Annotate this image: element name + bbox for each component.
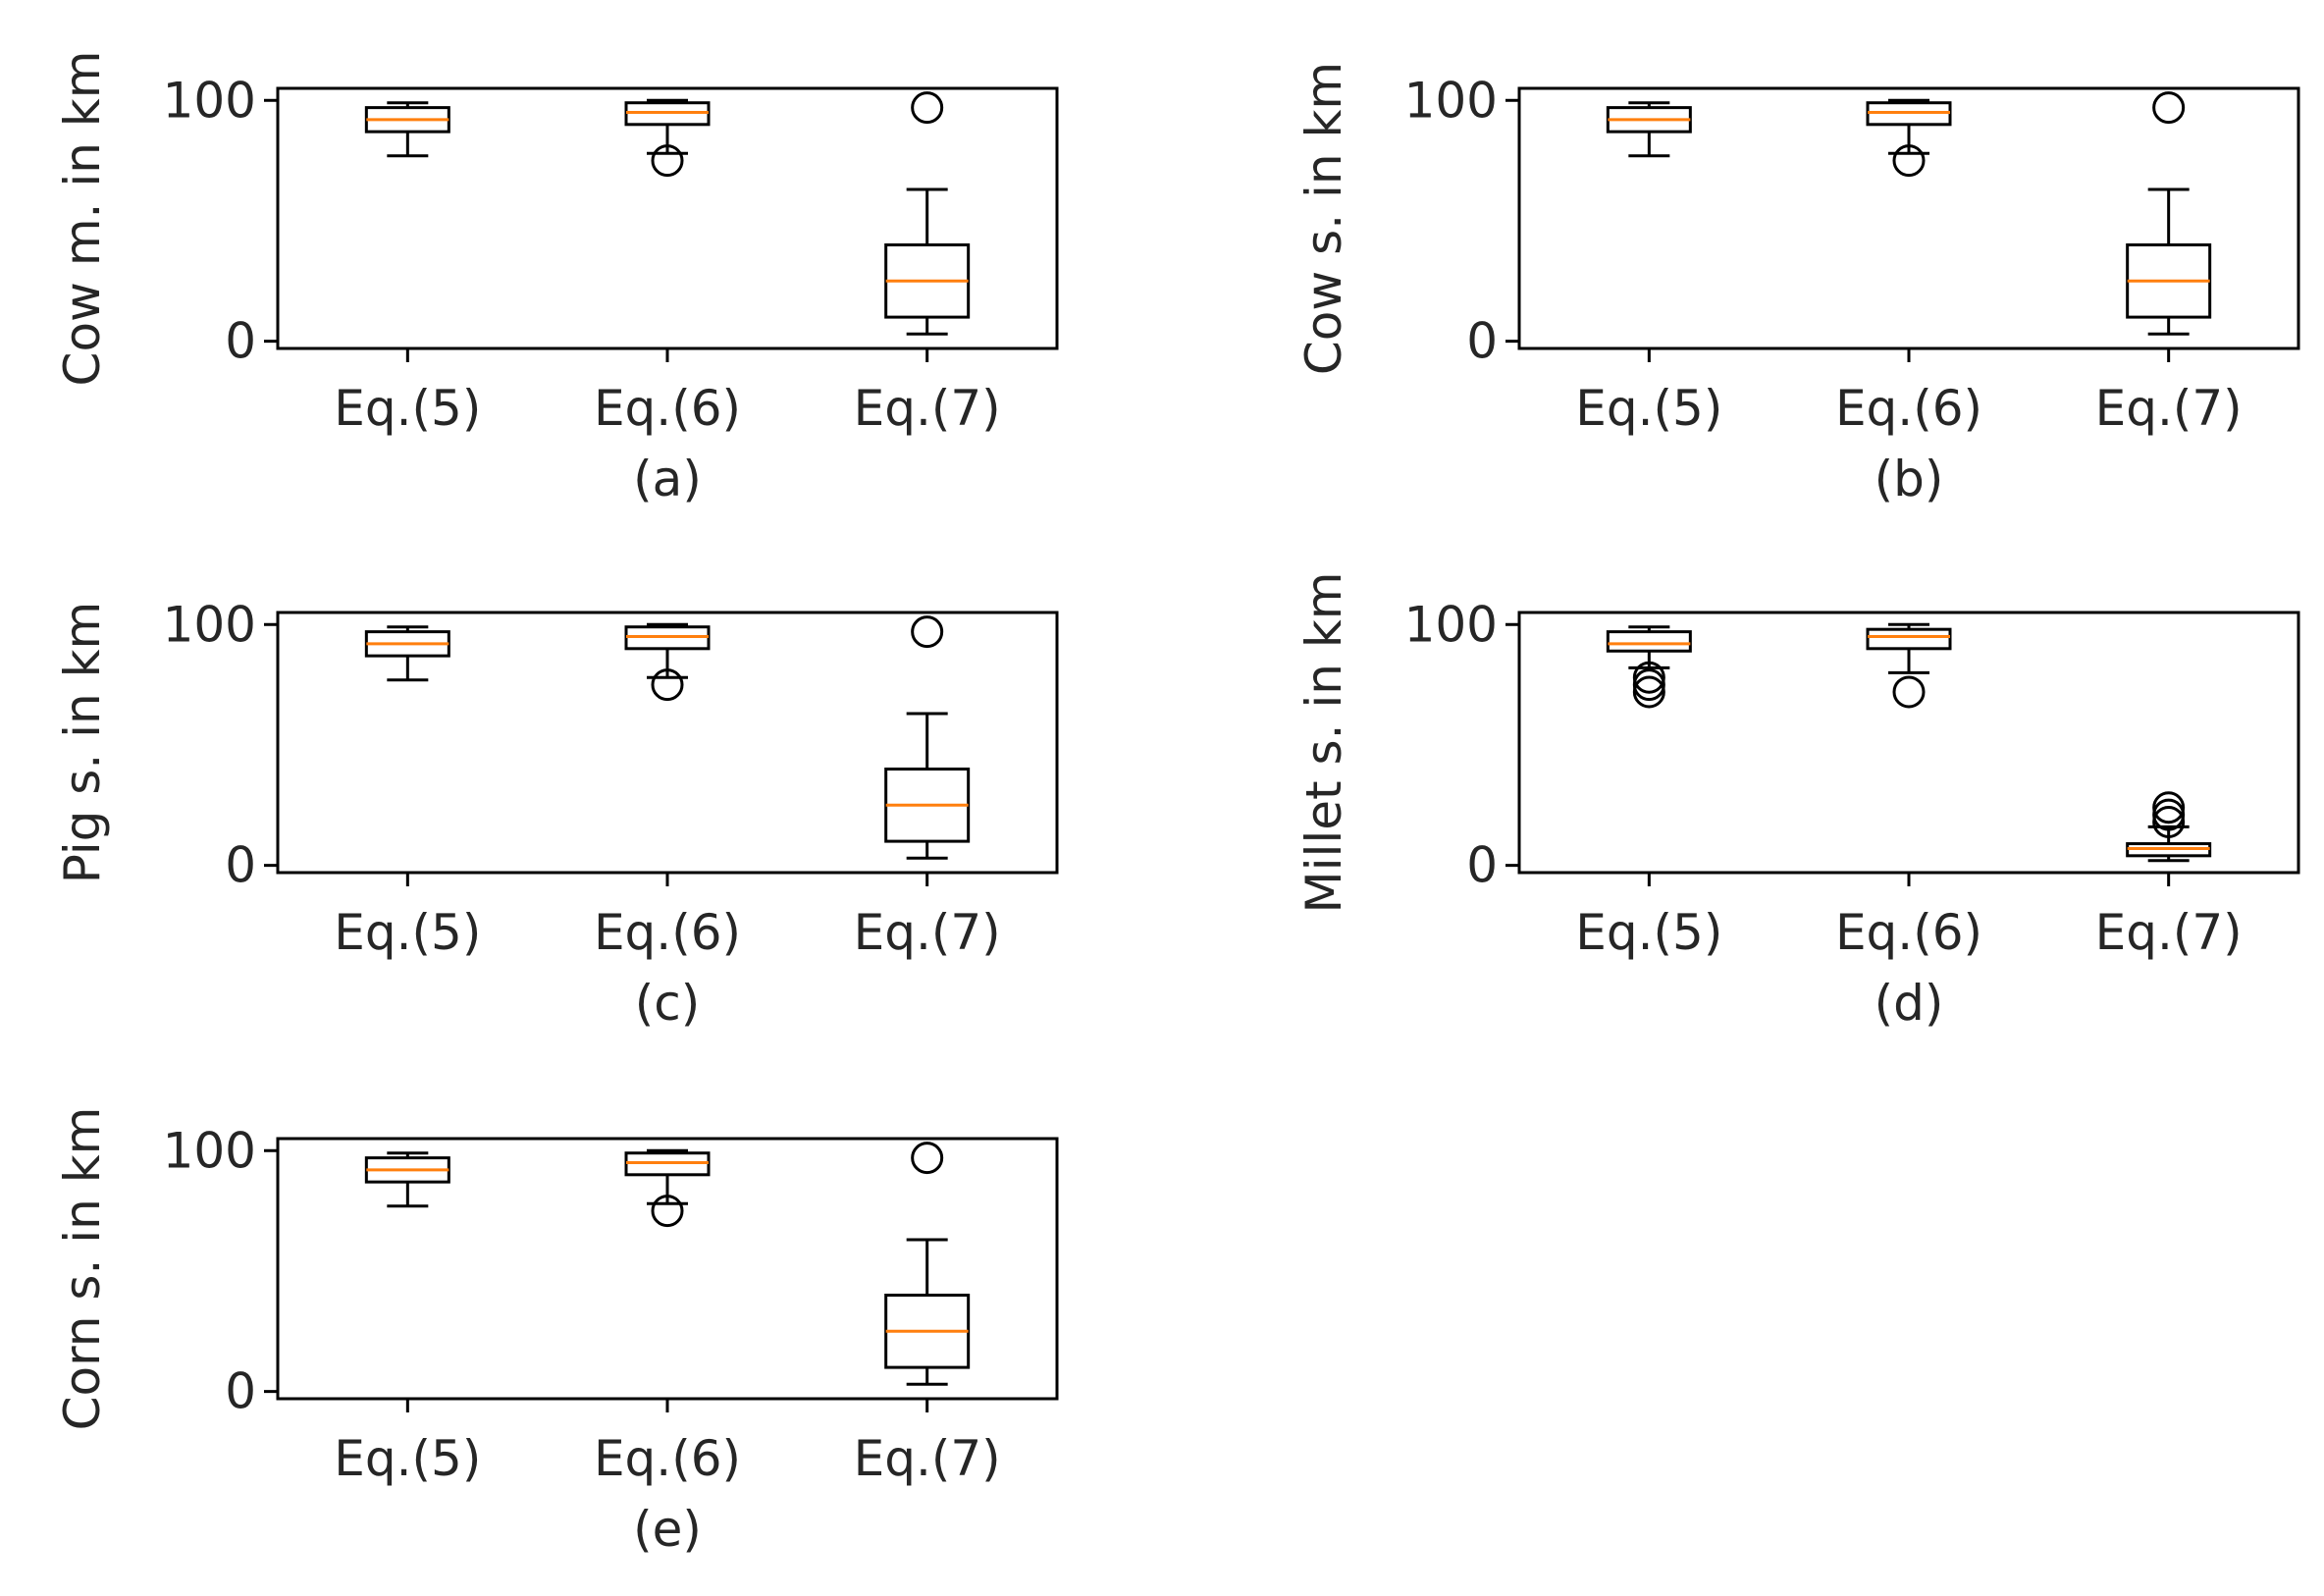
y-tick-label: 0 (225, 313, 256, 370)
x-tick-label: Eq.(5) (334, 1430, 481, 1487)
box-3 (884, 1142, 971, 1386)
panel-b: 0 100 Cow s. in km Eq.(5) Eq.(6) Eq.(7) (b) (1295, 62, 2300, 507)
y-axis-label: Pig s. in km (54, 602, 111, 884)
y-axis-label: Cow m. in km (54, 51, 111, 387)
panel-caption: (a) (633, 451, 702, 507)
box-3 (884, 615, 971, 860)
outlier-point (1892, 675, 1926, 709)
x-tick-label: Eq.(7) (854, 1430, 1001, 1487)
x-tick-label: Eq.(5) (1575, 380, 1722, 437)
y-tick-label: 0 (1466, 837, 1498, 894)
y-tick-label: 100 (163, 1122, 256, 1179)
y-axis-label: Cow s. in km (1295, 62, 1352, 375)
x-tick-label: Eq.(5) (334, 380, 481, 437)
outlier-point (2152, 798, 2186, 831)
box-2 (624, 98, 711, 178)
box-1 (364, 1151, 450, 1208)
outlier-point (651, 144, 684, 178)
panel-c: 0 100 Pig s. in km Eq.(5) Eq.(6) Eq.(7) (c) (54, 596, 1059, 1032)
outlier-point (2152, 805, 2186, 838)
axes-frame (276, 86, 1059, 350)
iqr-box (1866, 627, 1952, 651)
x-tick-label: Eq.(6) (594, 904, 741, 961)
outlier-point (1632, 668, 1665, 702)
box-1 (1606, 625, 1692, 709)
axes-frame (1517, 611, 2300, 875)
axes-frame (276, 611, 1059, 875)
panel-caption: (d) (1875, 975, 1944, 1032)
outlier-point (911, 1142, 944, 1175)
outlier-point (1892, 144, 1926, 178)
panel-caption: (e) (633, 1501, 702, 1558)
panel-e: 0 100 Corn s. in km Eq.(5) Eq.(6) Eq.(7) (e) (54, 1107, 1059, 1558)
iqr-box (1606, 630, 1692, 653)
outlier-point (651, 1195, 684, 1228)
panel-caption: (c) (635, 975, 701, 1032)
x-tick-label: Eq.(7) (854, 904, 1001, 961)
outlier-point (1632, 661, 1665, 694)
panels-group: 0 100 Cow m. in km Eq.(5) Eq.(6) Eq.(7) (a) 0 10… (54, 51, 2300, 1558)
y-tick-label: 100 (163, 596, 256, 653)
y-tick-label: 0 (225, 837, 256, 894)
x-tick-label: Eq.(5) (1575, 904, 1722, 961)
box-1 (1606, 101, 1692, 158)
y-tick-label: 100 (1404, 596, 1498, 653)
axes-frame (1517, 86, 2300, 350)
y-tick-label: 0 (225, 1363, 256, 1420)
outlier-point (911, 615, 944, 649)
outlier-point (1632, 675, 1665, 709)
outlier-point (2152, 791, 2186, 825)
y-axis-label: Corn s. in km (54, 1107, 111, 1431)
x-tick-label: Eq.(6) (594, 1430, 741, 1487)
y-axis-label: Millet s. in km (1295, 571, 1352, 913)
x-tick-label: Eq.(6) (1835, 904, 1982, 961)
x-tick-label: Eq.(7) (854, 380, 1001, 437)
outlier-point (651, 668, 684, 702)
x-tick-label: Eq.(7) (2095, 380, 2243, 437)
outlier-point (911, 91, 944, 125)
box-2 (1866, 622, 1952, 709)
panel-a: 0 100 Cow m. in km Eq.(5) Eq.(6) Eq.(7) (a) (54, 51, 1059, 507)
x-tick-label: Eq.(7) (2095, 904, 2243, 961)
outlier-point (2152, 91, 2186, 125)
box-2 (624, 622, 711, 702)
box-1 (364, 625, 450, 682)
box-1 (364, 101, 450, 158)
box-3 (884, 91, 971, 336)
y-tick-label: 100 (163, 72, 256, 129)
box-3 (2126, 91, 2212, 336)
y-tick-label: 100 (1404, 72, 1498, 129)
x-tick-label: Eq.(6) (594, 380, 741, 437)
panel-caption: (b) (1875, 451, 1944, 507)
box-2 (624, 1148, 711, 1228)
x-tick-label: Eq.(6) (1835, 380, 1982, 437)
x-tick-label: Eq.(5) (334, 904, 481, 961)
axes-frame (276, 1137, 1059, 1401)
y-tick-label: 0 (1466, 313, 1498, 370)
box-3 (2126, 791, 2212, 863)
panel-d: 0 100 Millet s. in km Eq.(5) Eq.(6) Eq.(7) (d) (1295, 571, 2300, 1032)
box-2 (1866, 98, 1952, 178)
